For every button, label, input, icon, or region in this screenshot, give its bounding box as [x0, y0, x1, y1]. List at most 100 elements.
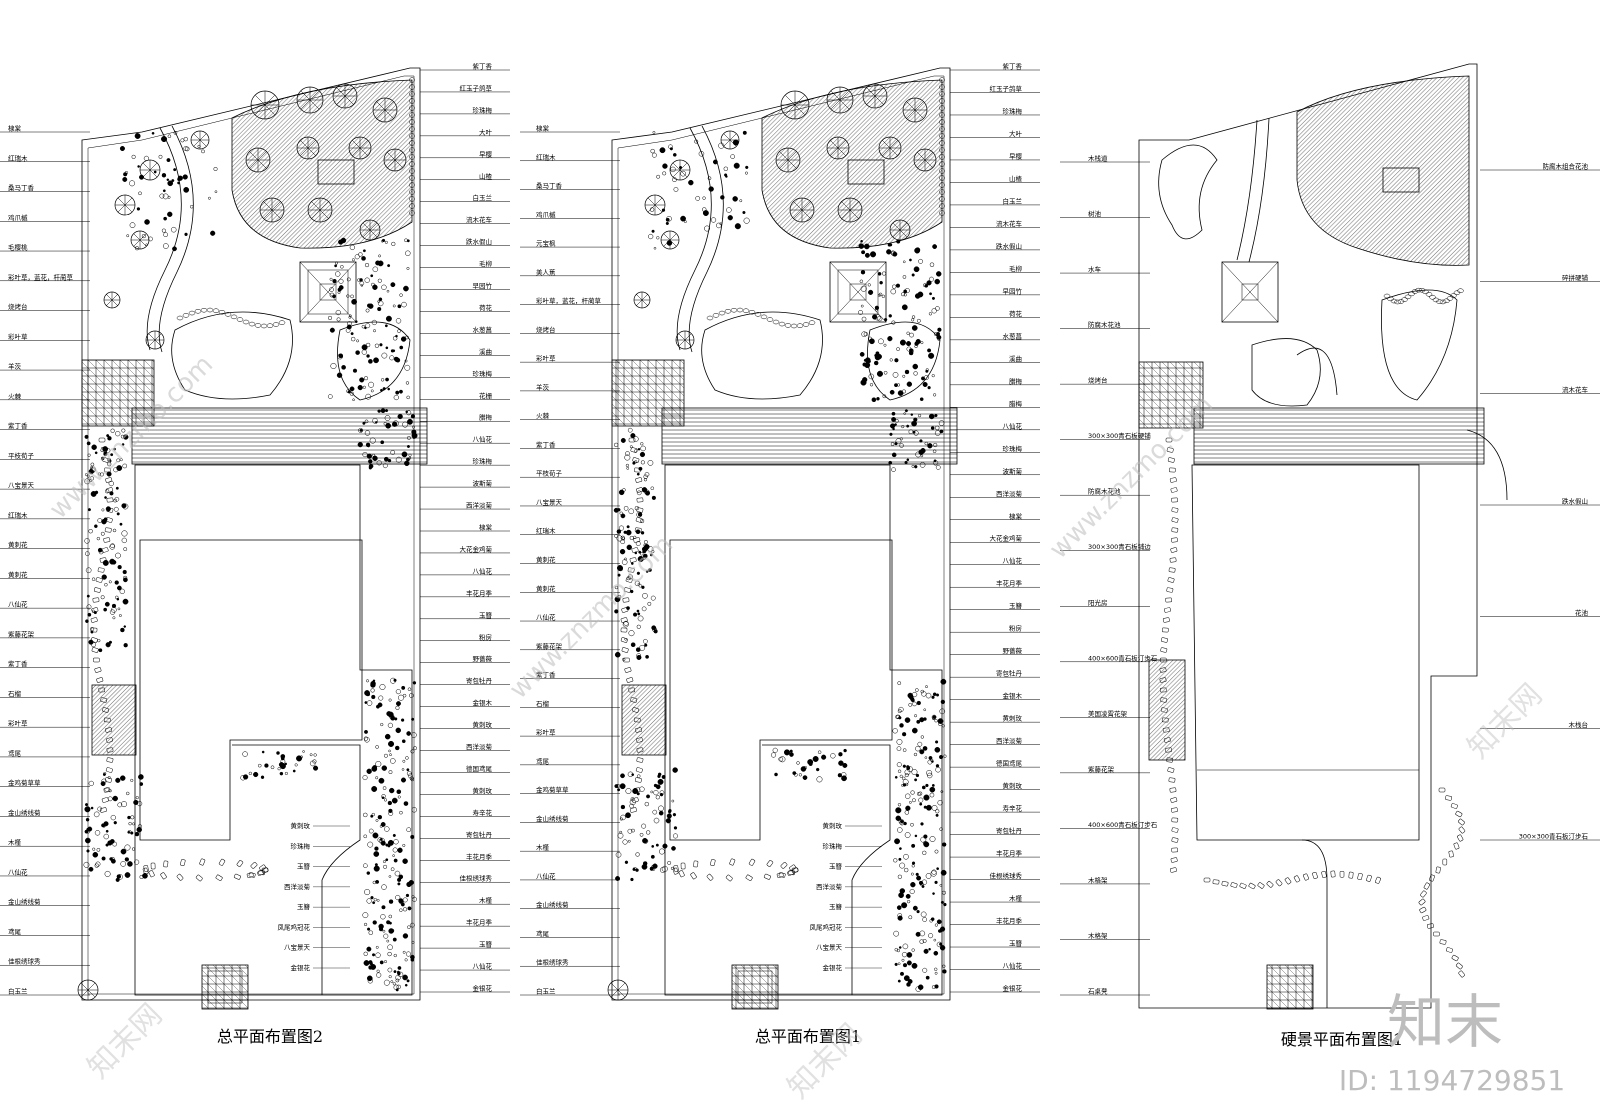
shrub-dot: [361, 324, 366, 329]
shrub-dot: [377, 278, 382, 283]
shrub-dot: [403, 801, 409, 806]
shrub-dot: [115, 431, 121, 437]
shrub-dot: [401, 301, 407, 308]
stepping-stone: [690, 872, 697, 880]
hardscape-left-label: 300×300青石板铺边: [1088, 542, 1151, 551]
stepping-stone: [1433, 931, 1440, 937]
shrub-dot: [92, 847, 96, 851]
pond-rock: [706, 315, 714, 321]
shrub-dot: [332, 278, 337, 284]
shrub-dot: [388, 975, 392, 979]
shrub-dot: [618, 489, 625, 496]
shrub-dot: [349, 391, 354, 396]
shrub-dot: [399, 345, 404, 350]
shrub-dot: [134, 831, 140, 837]
shrub-dot: [368, 960, 373, 965]
shrub-dot: [653, 789, 659, 796]
tree-branch: [384, 101, 394, 111]
shrub-dot: [923, 708, 927, 712]
shrub-dot: [936, 867, 940, 871]
shrub-dot: [929, 836, 936, 843]
rock: [1422, 289, 1429, 295]
shrub-dot: [631, 773, 635, 776]
shrub-dot: [667, 860, 672, 865]
stepping-stone: [1160, 647, 1168, 653]
plant-left-label: 鸢尾: [536, 756, 550, 765]
shrub-dot: [106, 434, 110, 438]
shrub-dot: [744, 171, 748, 175]
pond-rock: [784, 323, 792, 328]
shrub-dot: [620, 804, 626, 810]
tree-branch: [394, 152, 403, 161]
shrub-dot: [619, 783, 626, 790]
shrub-dot: [349, 386, 355, 392]
shrub-dot: [408, 693, 414, 698]
shrub-dot: [95, 861, 101, 867]
plant-left-label: 金山绣线菊: [536, 900, 569, 909]
shrub-dot: [904, 782, 909, 787]
shrub-dot: [843, 748, 847, 753]
shrub-dot: [374, 343, 380, 348]
shrub-dot: [650, 854, 655, 859]
hardscape-right-label: 木栈台: [1569, 720, 1589, 729]
shrub-dot: [932, 892, 935, 895]
shrub-dot: [863, 331, 868, 337]
shrub-dot: [901, 776, 906, 781]
shrub-dot: [359, 428, 363, 432]
shrub-dot: [939, 754, 944, 760]
shrub-dot: [248, 771, 252, 776]
shrub-dot: [925, 783, 929, 788]
shrub-dot: [394, 357, 400, 363]
shrub-dot: [387, 967, 393, 973]
tree-branch: [264, 104, 276, 116]
shrub-dot: [911, 843, 916, 848]
shrub-dot: [86, 441, 91, 446]
shrub-dot: [877, 316, 883, 322]
stepping-stone: [745, 874, 753, 881]
shrub-dot: [101, 574, 107, 580]
shrub-dot: [774, 772, 778, 777]
plant-left-label: 鸢尾: [536, 929, 550, 938]
shrub-dot: [411, 896, 417, 902]
tree-branch: [254, 104, 266, 116]
shrub-dot: [636, 609, 640, 613]
shrub-dot: [372, 832, 379, 839]
wisteria-pergola: [91, 684, 137, 756]
shrub-dot: [878, 292, 883, 297]
inner-label: 八宝景天: [816, 943, 843, 952]
stepping-stone: [625, 577, 633, 583]
tree-branch: [384, 109, 394, 119]
hedge-shrub: [409, 203, 415, 209]
shrub-dot: [655, 843, 659, 847]
shrub-dot: [86, 604, 92, 610]
shrub-dot: [370, 389, 374, 393]
shrub-dot: [723, 166, 728, 171]
stepping-stone: [1166, 587, 1174, 593]
shrub-dot: [657, 778, 664, 785]
rock: [1450, 293, 1457, 298]
stepping-stone: [180, 859, 186, 867]
shrub-dot: [621, 536, 626, 541]
shrub-dot: [364, 737, 370, 743]
shrub-dot: [364, 419, 369, 424]
shrub-dot: [659, 147, 666, 154]
shrub-dot: [84, 478, 91, 485]
shrub-dot: [390, 758, 396, 764]
tree-branch: [794, 94, 806, 106]
shrub-dot: [329, 287, 334, 292]
plant-right-label: 早园竹: [1003, 286, 1023, 295]
shrub-dot: [374, 863, 378, 867]
shrub-dot: [896, 746, 902, 752]
shrub-dot: [381, 238, 386, 243]
shrub-dot: [161, 173, 167, 178]
shrub-dot: [635, 647, 641, 652]
shrub-dot: [895, 714, 900, 720]
shrub-dot: [914, 293, 921, 299]
shrub-dot: [387, 387, 391, 391]
shrub-dot: [397, 847, 403, 853]
shrub-dot: [622, 839, 628, 845]
shrub-dot: [346, 294, 350, 298]
pavilion: [1221, 261, 1279, 323]
shrub-dot: [934, 719, 938, 723]
shrub-dot: [334, 264, 338, 268]
